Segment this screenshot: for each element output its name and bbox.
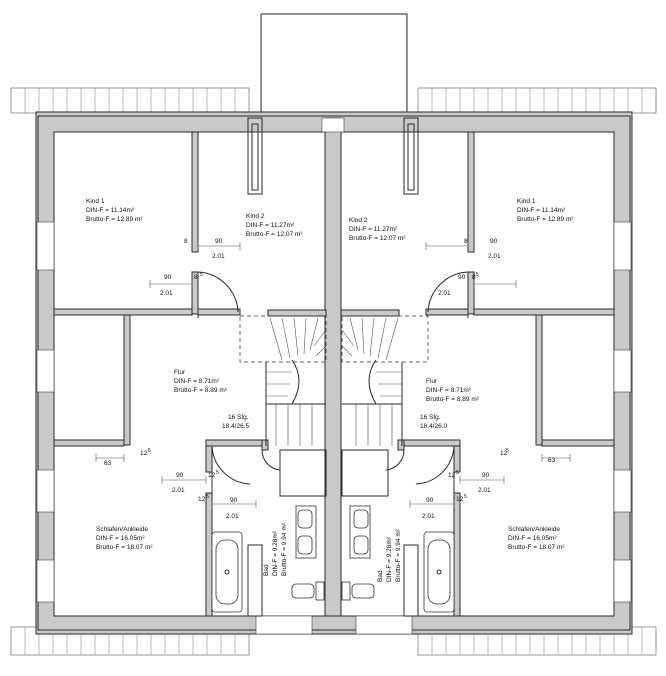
svg-text:DIN-F = 11.14m²: DIN-F = 11.14m²: [517, 207, 566, 214]
svg-text:Flur: Flur: [174, 369, 186, 376]
stair-label-right: 16 Stg. 18.4/26.0: [420, 414, 447, 430]
svg-text:2.01: 2.01: [422, 513, 435, 520]
room-label-flur-right: Flur DIN-F = 8.71m² Brutto-F = 8.89 m²: [426, 378, 480, 403]
svg-text:DIN-F = 11.27m²: DIN-F = 11.27m²: [349, 226, 398, 233]
svg-text:DIN-F = 8.71m²: DIN-F = 8.71m²: [426, 387, 472, 394]
room-label-bad-left: Bad DIN-F = 9.28m² Brutto-F = 9.94 m²: [263, 522, 288, 576]
svg-text:63: 63: [548, 457, 556, 464]
svg-text:5: 5: [476, 272, 479, 278]
svg-text:5: 5: [148, 448, 151, 454]
svg-text:90: 90: [230, 497, 238, 504]
svg-text:5: 5: [206, 494, 209, 500]
party-wall: [324, 117, 342, 617]
bath-left: [211, 449, 327, 613]
chimney-shafts: [247, 117, 419, 617]
svg-text:Brutto-F = 12.07 m²: Brutto-F = 12.07 m²: [349, 235, 406, 242]
interior-walls: [53, 131, 615, 617]
room-label-kind1-right: Kind 1 DIN-F = 11.14m² Brutto-F = 12.89 …: [517, 198, 574, 223]
room-label-schlafen-right: Schlafen/Ankleide DIN-F = 16.05m² Brutto…: [508, 526, 565, 551]
svg-text:DIN-F = 16.05m²: DIN-F = 16.05m²: [96, 535, 145, 542]
svg-text:2.01: 2.01: [226, 513, 239, 520]
svg-text:18.4/26.0: 18.4/26.0: [420, 423, 447, 430]
svg-text:Bad: Bad: [377, 570, 384, 582]
dimension-lines: [95, 242, 571, 508]
svg-text:2.01: 2.01: [488, 253, 501, 260]
stair-right: [341, 315, 429, 446]
svg-text:DIN-F = 16.05m²: DIN-F = 16.05m²: [508, 535, 557, 542]
svg-text:Flur: Flur: [426, 378, 438, 385]
svg-text:2.01: 2.01: [172, 487, 185, 494]
svg-text:90: 90: [215, 238, 223, 245]
svg-text:90: 90: [490, 238, 498, 245]
dimension-texts: 90 2.01 8 90 2.01 8 90 2.01 8 90 2.01 8 …: [104, 238, 556, 520]
svg-text:Kind 1: Kind 1: [517, 198, 536, 205]
svg-text:Brutto-F = 8.89 m²: Brutto-F = 8.89 m²: [174, 387, 228, 394]
dormer-balcony: [260, 13, 408, 119]
svg-text:2.01: 2.01: [438, 290, 451, 297]
svg-text:Schlafen/Ankleide: Schlafen/Ankleide: [508, 526, 560, 533]
doors: [197, 271, 469, 493]
svg-text:90: 90: [176, 472, 184, 479]
svg-text:DIN-F = 9.28m²: DIN-F = 9.28m²: [386, 536, 393, 582]
svg-text:12: 12: [198, 496, 206, 503]
svg-text:Schlafen/Ankleide: Schlafen/Ankleide: [96, 526, 148, 533]
svg-text:16 Stg.: 16 Stg.: [420, 414, 441, 421]
stair-left: [239, 315, 327, 446]
svg-text:63: 63: [104, 460, 112, 467]
svg-text:2.01: 2.01: [212, 253, 225, 260]
svg-text:DIN-F = 8.71m²: DIN-F = 8.71m²: [174, 378, 220, 385]
svg-text:5: 5: [456, 470, 459, 476]
room-label-schlafen-left: Schlafen/Ankleide DIN-F = 16.05m² Brutto…: [96, 526, 153, 551]
svg-text:5: 5: [200, 272, 203, 278]
svg-text:DIN-F = 11.14m²: DIN-F = 11.14m²: [86, 207, 135, 214]
svg-text:DIN-F = 9.28m²: DIN-F = 9.28m²: [272, 530, 279, 576]
svg-text:Brutto-F = 12.07 m²: Brutto-F = 12.07 m²: [246, 231, 303, 238]
svg-text:12: 12: [448, 472, 456, 479]
svg-text:16 Stg.: 16 Stg.: [228, 414, 249, 421]
svg-text:8: 8: [464, 238, 468, 245]
svg-text:Brutto-F = 12.89 m²: Brutto-F = 12.89 m²: [86, 216, 143, 223]
svg-text:12: 12: [208, 472, 216, 479]
svg-text:12: 12: [500, 450, 508, 457]
bath-right: [341, 449, 455, 613]
svg-text:5: 5: [506, 448, 509, 454]
svg-text:Brutto-F = 9.94 m²: Brutto-F = 9.94 m²: [395, 528, 402, 582]
svg-text:90: 90: [164, 274, 172, 281]
svg-text:Bad: Bad: [263, 564, 270, 576]
svg-text:2.01: 2.01: [160, 290, 173, 297]
svg-text:12: 12: [456, 496, 464, 503]
stair-label-left: 16 Stg. 18.4/26.5: [222, 414, 249, 430]
party-wall-cap: [321, 117, 345, 133]
svg-text:Kind 2: Kind 2: [246, 213, 265, 220]
svg-text:8: 8: [472, 274, 476, 281]
svg-text:12: 12: [140, 450, 148, 457]
room-label-bad-right: Bad DIN-F = 9.28m² Brutto-F = 9.94 m²: [377, 528, 402, 582]
svg-text:90: 90: [482, 472, 490, 479]
svg-text:90: 90: [426, 497, 434, 504]
svg-text:90: 90: [458, 274, 466, 281]
svg-text:Brutto-F = 18.07 m²: Brutto-F = 18.07 m²: [96, 544, 153, 551]
svg-text:Kind 1: Kind 1: [86, 198, 105, 205]
svg-text:DIN-F = 11.27m²: DIN-F = 11.27m²: [246, 222, 295, 229]
svg-text:Brutto-F = 18.07 m²: Brutto-F = 18.07 m²: [508, 544, 565, 551]
svg-text:5: 5: [464, 494, 467, 500]
svg-text:2.01: 2.01: [478, 487, 491, 494]
room-label-kind1-left: Kind 1 DIN-F = 11.14m² Brutto-F = 12.89 …: [86, 198, 143, 223]
svg-text:8: 8: [194, 274, 198, 281]
svg-text:18.4/26.5: 18.4/26.5: [222, 423, 249, 430]
windows: [36, 221, 632, 635]
svg-text:Kind 2: Kind 2: [349, 217, 368, 224]
room-label-kind2-left: Kind 2 DIN-F = 11.27m² Brutto-F = 12.07 …: [246, 213, 303, 238]
svg-text:5: 5: [216, 470, 219, 476]
svg-text:8: 8: [184, 238, 188, 245]
svg-text:Brutto-F = 12.89 m²: Brutto-F = 12.89 m²: [517, 216, 574, 223]
room-label-flur-left: Flur DIN-F = 8.71m² Brutto-F = 8.89 m²: [174, 369, 228, 394]
room-label-kind2-right: Kind 2 DIN-F = 11.27m² Brutto-F = 12.07 …: [349, 217, 406, 242]
svg-text:Brutto-F = 9.94 m²: Brutto-F = 9.94 m²: [281, 522, 288, 576]
svg-text:Brutto-F = 8.89 m²: Brutto-F = 8.89 m²: [426, 396, 480, 403]
